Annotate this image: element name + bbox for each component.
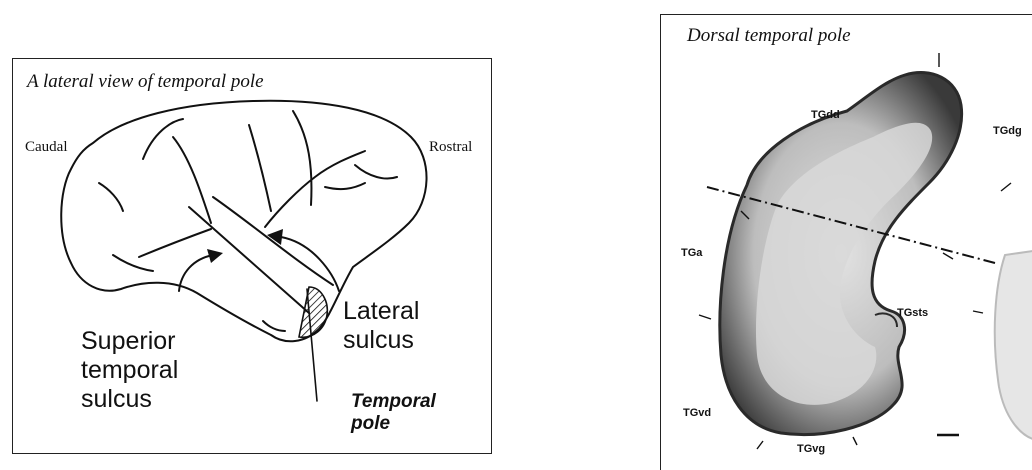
lateral-sulcus-line xyxy=(213,197,333,285)
sulcus-line xyxy=(139,229,211,257)
sulcus-line xyxy=(355,165,397,179)
lateral-sulcus-label-line-1: Lateral xyxy=(343,297,419,326)
region-label-tgdg: TGdg xyxy=(993,125,1022,137)
arrow-sts-shaft xyxy=(179,255,213,291)
region-label-tga: TGa xyxy=(681,247,702,259)
region-label-tgvd: TGvd xyxy=(683,407,711,419)
adjacent-section xyxy=(995,251,1032,439)
region-label-tgdd: TGdd xyxy=(811,109,840,121)
sts-label-line-1: Superior xyxy=(81,327,178,356)
sts-label-line-3: sulcus xyxy=(81,385,178,414)
histology-section-drawing xyxy=(661,15,1032,470)
lateral-sulcus-label: Lateral sulcus xyxy=(343,297,419,355)
small-arrow xyxy=(699,315,711,319)
caudal-label: Caudal xyxy=(25,139,68,156)
small-arrow xyxy=(943,253,953,259)
sulcus-line xyxy=(263,321,285,331)
lateral-sulcus-label-line-2: sulcus xyxy=(343,326,419,355)
temporal-pole-label-line-1: Temporal xyxy=(351,391,436,413)
sulcus-line xyxy=(249,125,271,211)
small-arrow xyxy=(973,311,983,313)
sulcus-line xyxy=(143,119,183,159)
temporal-pole-label-line-2: pole xyxy=(351,413,436,435)
temporal-pole-label: Temporal pole xyxy=(351,391,436,435)
small-arrow xyxy=(1001,183,1011,191)
sts-label-line-2: temporal xyxy=(81,356,178,385)
small-arrow xyxy=(757,441,763,449)
temporal-pole-hatched-region xyxy=(299,287,327,337)
sulcus-line xyxy=(325,183,365,189)
superior-temporal-sulcus-label: Superior temporal sulcus xyxy=(81,327,178,414)
sulcus-line xyxy=(293,111,311,205)
region-label-tgsts: TGsts xyxy=(897,307,928,319)
sulcus-line xyxy=(113,255,153,271)
sulcus-line xyxy=(99,183,123,211)
arrow-head-sts xyxy=(207,249,223,263)
right-panel-title: Dorsal temporal pole xyxy=(687,25,851,47)
region-label-tgvg: TGvg xyxy=(797,443,825,455)
dorsal-temporal-pole-panel: Dorsal temporal pole TGdd TGdg TGa TGsts… xyxy=(660,14,1032,470)
lateral-view-panel: A lateral view of temporal pole Caudal R… xyxy=(12,58,492,454)
left-panel-title: A lateral view of temporal pole xyxy=(27,71,264,93)
rostral-label: Rostral xyxy=(429,139,472,156)
small-arrow xyxy=(853,437,857,445)
